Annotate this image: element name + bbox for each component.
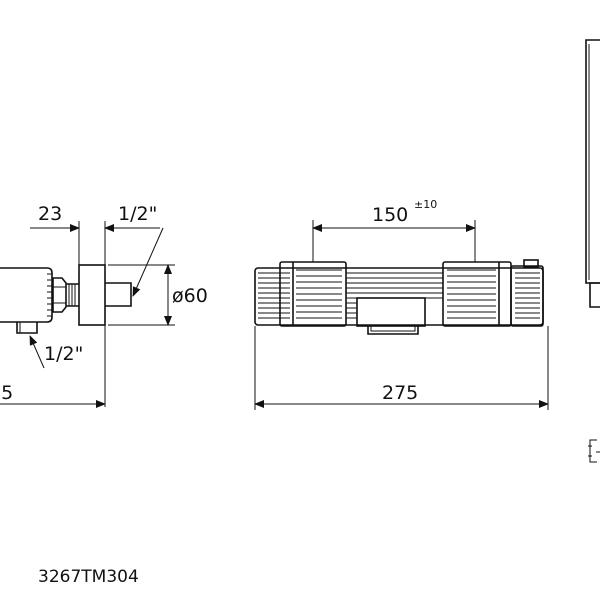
dim-85: 85 bbox=[0, 325, 106, 408]
dim-275-label: 275 bbox=[382, 382, 418, 404]
slide-bar bbox=[585, 39, 600, 284]
dim-23: 23 bbox=[30, 203, 160, 265]
front-view: 150 ±10 275 bbox=[254, 198, 549, 410]
side-hex-nut bbox=[52, 277, 67, 313]
front-cap-knob bbox=[523, 259, 539, 268]
right-partial-view bbox=[585, 39, 600, 463]
side-body-knurl bbox=[47, 273, 52, 317]
dim-150-tolerance: ±10 bbox=[414, 198, 437, 211]
leader-thread-bottom: 1/2" bbox=[29, 335, 83, 369]
dim-150-label: 150 bbox=[372, 204, 408, 226]
dim-85-label: 85 bbox=[0, 382, 13, 404]
side-view: 23 1/2" ø60 1/2" bbox=[0, 203, 208, 408]
front-end-cap bbox=[510, 265, 544, 327]
leader-thread-top: 1/2" bbox=[118, 203, 164, 297]
dim-23-label: 23 bbox=[38, 203, 62, 225]
diameter-label: ø60 bbox=[172, 285, 208, 307]
dim-275: 275 bbox=[254, 326, 549, 410]
dim-diameter: ø60 bbox=[108, 264, 208, 326]
side-body bbox=[0, 267, 53, 323]
front-body-grooves bbox=[258, 272, 540, 319]
model-code: 3267TM304 bbox=[38, 567, 139, 587]
side-pipe-stub bbox=[105, 282, 132, 307]
dim-150: 150 ±10 bbox=[312, 198, 476, 262]
side-outlet bbox=[16, 322, 38, 334]
slide-lower-bracket bbox=[589, 439, 597, 463]
front-outlet-block bbox=[356, 297, 426, 327]
side-flange bbox=[78, 264, 106, 326]
thread-bottom-label: 1/2" bbox=[44, 343, 83, 365]
thread-top-label: 1/2" bbox=[118, 203, 157, 225]
front-outlet bbox=[367, 326, 419, 335]
slide-bracket bbox=[589, 282, 600, 308]
